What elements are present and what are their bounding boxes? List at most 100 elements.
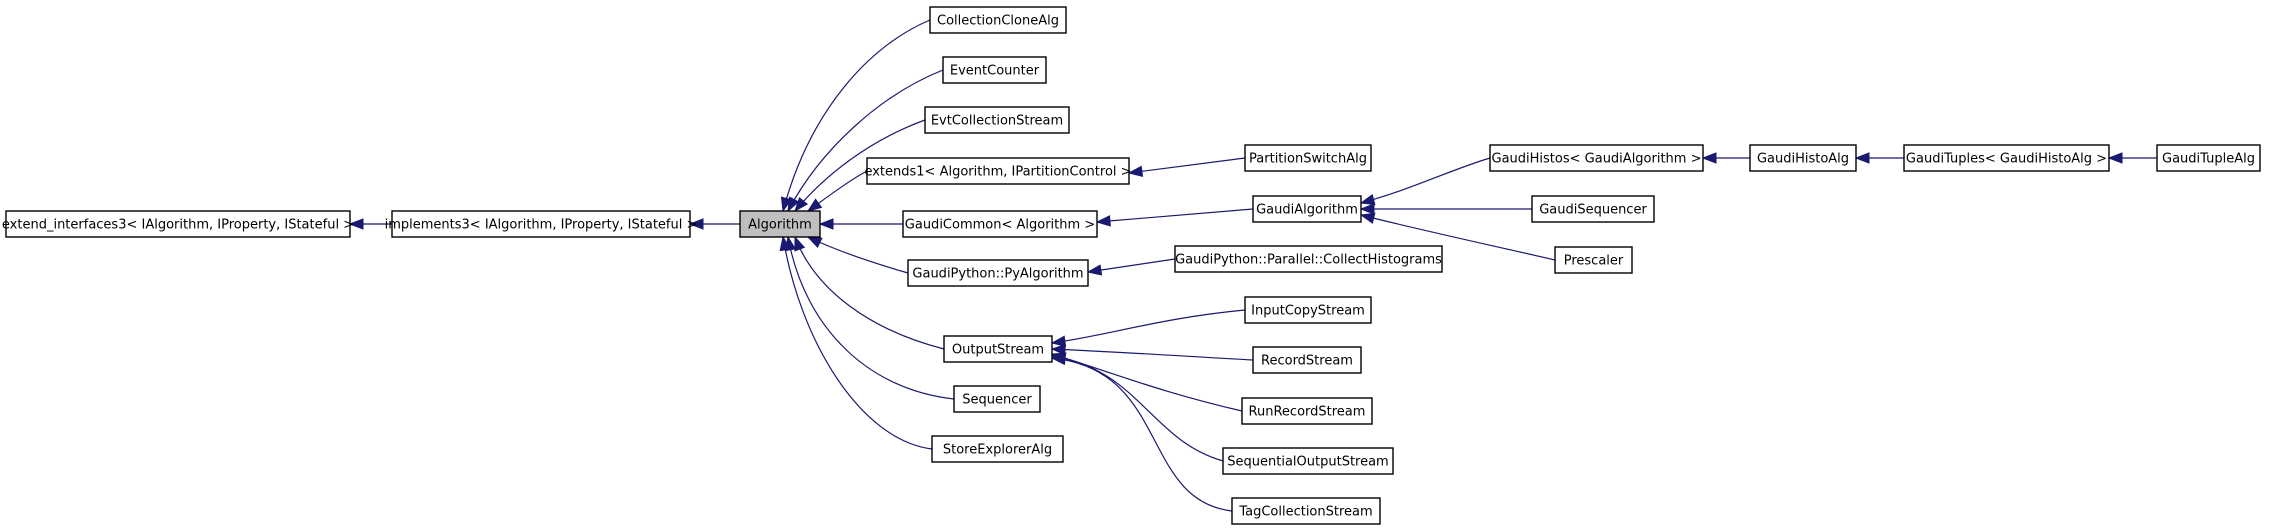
arrowhead — [794, 235, 806, 252]
edge-GaudiTupleAlg-to-GaudiTuples — [2107, 152, 2157, 164]
node-box[interactable] — [1252, 195, 1362, 223]
class-node-extends1[interactable]: extends1< Algorithm, IPartitionControl > — [864, 157, 1132, 185]
class-node-GaudiTupleAlg[interactable]: GaudiTupleAlg — [2156, 144, 2261, 172]
edge-EvtCollectionStream-to-Algorithm — [794, 119, 926, 213]
node-box[interactable] — [943, 335, 1053, 363]
node-label: GaudiTupleAlg — [2162, 152, 2255, 167]
edge-GaudiCommon-to-Algorithm — [818, 218, 903, 230]
edge-line — [1096, 208, 1254, 223]
edge-Prescaler-to-GaudiAlgorithm — [1359, 212, 1556, 261]
class-node-PyAlgorithm[interactable]: GaudiPython::PyAlgorithm — [907, 259, 1089, 287]
class-node-GaudiHistoAlg[interactable]: GaudiHistoAlg — [1749, 144, 1857, 172]
class-node-Algorithm[interactable]: Algorithm — [739, 210, 821, 238]
class-node-InputCopyStream[interactable]: InputCopyStream — [1244, 296, 1372, 324]
node-box[interactable] — [2156, 144, 2261, 172]
node-label: GaudiAlgorithm — [1256, 203, 1358, 218]
node-box[interactable] — [1554, 246, 1633, 274]
arrowhead — [1086, 264, 1103, 276]
node-box[interactable] — [924, 106, 1070, 134]
node-label: InputCopyStream — [1251, 304, 1365, 319]
node-box[interactable] — [1174, 245, 1443, 273]
class-node-Prescaler[interactable]: Prescaler — [1554, 246, 1633, 274]
arrowhead — [348, 218, 364, 230]
class-node-OutputStream[interactable]: OutputStream — [943, 335, 1053, 363]
class-node-StoreExplorerAlg[interactable]: StoreExplorerAlg — [931, 435, 1064, 463]
arrowhead — [1359, 194, 1376, 206]
class-node-Sequencer[interactable]: Sequencer — [953, 385, 1041, 413]
arrowhead — [806, 236, 823, 249]
class-node-RunRecordStream[interactable]: RunRecordStream — [1241, 397, 1373, 425]
class-node-CollectionCloneAlg[interactable]: CollectionCloneAlg — [929, 6, 1067, 34]
node-box[interactable] — [1222, 447, 1394, 475]
class-node-implements3[interactable]: implements3< IAlgorithm, IProperty, ISta… — [385, 210, 698, 238]
node-label: GaudiPython::PyAlgorithm — [912, 267, 1083, 282]
edge-line — [787, 69, 944, 212]
node-label: EventCounter — [950, 64, 1040, 79]
node-box[interactable] — [1489, 144, 1704, 172]
edge-InputCopyStream-to-OutputStream — [1050, 309, 1246, 347]
node-label: Prescaler — [1564, 254, 1624, 269]
edge-line — [794, 236, 945, 350]
node-label: EvtCollectionStream — [931, 114, 1063, 129]
node-box[interactable] — [1241, 397, 1373, 425]
edge-line — [1360, 214, 1556, 261]
node-box[interactable] — [931, 435, 1064, 463]
class-node-GaudiAlgorithm[interactable]: GaudiAlgorithm — [1252, 195, 1362, 223]
node-label: Sequencer — [962, 393, 1032, 408]
node-label: GaudiHistos< GaudiAlgorithm > — [1492, 152, 1702, 167]
node-box[interactable] — [902, 210, 1098, 238]
arrowhead — [1050, 343, 1066, 356]
node-box[interactable] — [739, 210, 821, 238]
node-box[interactable] — [942, 56, 1047, 84]
node-box[interactable] — [1231, 497, 1381, 525]
node-box[interactable] — [1749, 144, 1857, 172]
node-box[interactable] — [1903, 144, 2110, 172]
class-node-TagCollectionStream[interactable]: TagCollectionStream — [1231, 497, 1381, 525]
edge-RunRecordStream-to-OutputStream — [1050, 352, 1243, 412]
node-box[interactable] — [1244, 296, 1372, 324]
class-node-CollectHistograms[interactable]: GaudiPython::Parallel::CollectHistograms — [1174, 245, 1443, 273]
arrowhead — [1127, 165, 1144, 177]
node-box[interactable] — [391, 210, 691, 238]
node-layer: extend_interfaces3< IAlgorithm, IPropert… — [2, 6, 2261, 525]
class-node-extend_interfaces3[interactable]: extend_interfaces3< IAlgorithm, IPropert… — [2, 210, 354, 238]
node-box[interactable] — [953, 385, 1041, 413]
class-node-GaudiHistos[interactable]: GaudiHistos< GaudiAlgorithm > — [1489, 144, 1704, 172]
node-box[interactable] — [1531, 195, 1655, 223]
class-node-GaudiTuples[interactable]: GaudiTuples< GaudiHistoAlg > — [1903, 144, 2110, 172]
node-box[interactable] — [929, 6, 1067, 34]
arrowhead — [794, 196, 809, 213]
node-box[interactable] — [866, 157, 1130, 185]
node-label: GaudiSequencer — [1539, 203, 1647, 218]
class-node-GaudiCommon[interactable]: GaudiCommon< Algorithm > — [902, 210, 1098, 238]
edge-line — [1128, 157, 1246, 174]
class-node-SequentialOutputStream[interactable]: SequentialOutputStream — [1222, 447, 1394, 475]
node-label: StoreExplorerAlg — [943, 443, 1052, 458]
class-node-EventCounter[interactable]: EventCounter — [942, 56, 1047, 84]
class-node-GaudiSequencer[interactable]: GaudiSequencer — [1531, 195, 1655, 223]
arrowhead — [688, 218, 704, 230]
edge-line — [1051, 309, 1246, 344]
node-label: Algorithm — [748, 218, 812, 233]
node-label: implements3< IAlgorithm, IProperty, ISta… — [385, 218, 698, 233]
node-box[interactable] — [5, 210, 351, 238]
edge-StoreExplorerAlg-to-Algorithm — [779, 235, 933, 450]
node-box[interactable] — [1244, 144, 1372, 172]
edge-GaudiAlgorithm-to-GaudiCommon — [1095, 208, 1254, 227]
node-box[interactable] — [907, 259, 1089, 287]
edge-extends1-to-Algorithm — [806, 170, 868, 212]
node-label: GaudiTuples< GaudiHistoAlg > — [1906, 152, 2107, 167]
node-label: TagCollectionStream — [1238, 505, 1372, 520]
edge-PartitionSwitchAlg-to-extends1 — [1127, 157, 1246, 177]
edge-OutputStream-to-Algorithm — [794, 235, 945, 350]
arrowhead — [1701, 152, 1717, 164]
node-label: GaudiHistoAlg — [1757, 152, 1849, 167]
class-node-EvtCollectionStream[interactable]: EvtCollectionStream — [924, 106, 1070, 134]
edge-EventCounter-to-Algorithm — [787, 69, 944, 213]
class-node-PartitionSwitchAlg[interactable]: PartitionSwitchAlg — [1244, 144, 1372, 172]
class-node-RecordStream[interactable]: RecordStream — [1252, 346, 1362, 374]
arrowhead — [1359, 203, 1375, 215]
edge-GaudiHistos-to-GaudiAlgorithm — [1359, 157, 1491, 206]
node-box[interactable] — [1252, 346, 1362, 374]
